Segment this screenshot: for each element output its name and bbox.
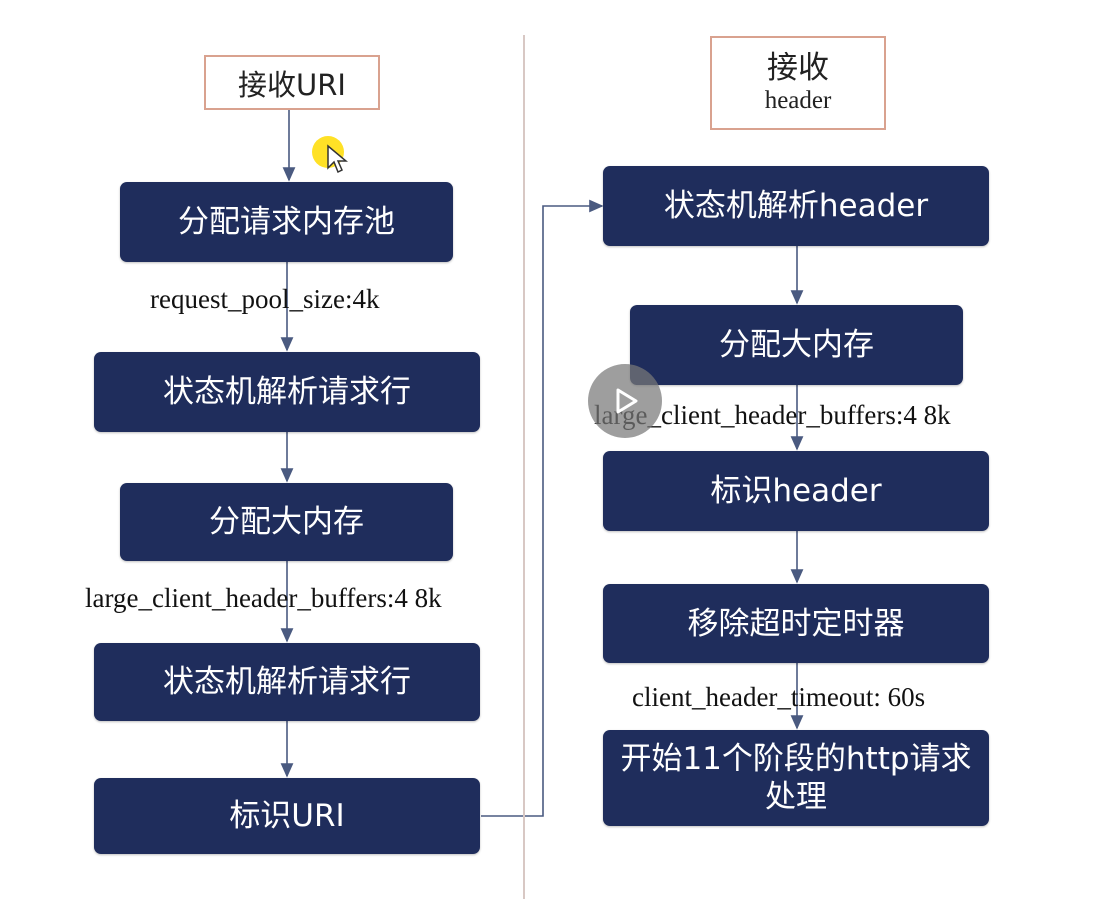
right-alloc-large-memory-label: 分配大内存 <box>719 327 874 363</box>
column-divider <box>523 35 525 899</box>
receive-header-box: 接收 header <box>710 36 886 130</box>
client-header-timeout-label: client_header_timeout: 60s <box>632 682 926 712</box>
alloc-request-pool-label: 分配请求内存池 <box>178 204 395 240</box>
arrow-mark-to-right <box>481 199 604 817</box>
mark-uri-box: 标识URI <box>94 778 480 854</box>
start-http-phases-box: 开始11个阶段的http请求 处理 <box>603 730 989 826</box>
mark-uri-label: 标识URI <box>229 798 345 834</box>
receive-uri-label: 接收URI <box>238 67 346 102</box>
parse-request-line-label-2: 状态机解析请求行 <box>163 664 411 700</box>
play-icon <box>616 388 638 414</box>
large-client-header-buffers-label-left: large_client_header_buffers:4 8k <box>85 583 442 613</box>
video-play-button[interactable] <box>588 364 662 438</box>
parse-request-line-label: 状态机解析请求行 <box>163 374 411 410</box>
start-http-phases-line1: 开始11个阶段的http请求 <box>620 741 972 777</box>
parse-request-line-box: 状态机解析请求行 <box>94 352 480 432</box>
remove-timeout-timer-box: 移除超时定时器 <box>603 584 989 663</box>
cursor-icon <box>327 144 348 174</box>
alloc-large-memory-box: 分配大内存 <box>120 483 453 561</box>
mark-header-label: 标识header <box>710 473 882 509</box>
receive-header-line2: header <box>764 87 832 114</box>
right-alloc-large-memory-box: 分配大内存 <box>630 305 963 385</box>
receive-uri-box: 接收URI <box>204 55 380 110</box>
parse-header-box: 状态机解析header <box>603 166 989 246</box>
parse-request-line-box-2: 状态机解析请求行 <box>94 643 480 721</box>
start-http-phases-line2: 处理 <box>765 779 827 815</box>
parse-header-label: 状态机解析header <box>663 188 929 224</box>
remove-timeout-timer-label: 移除超时定时器 <box>687 605 905 642</box>
request-pool-size-label: request_pool_size:4k <box>150 284 380 314</box>
mark-header-box: 标识header <box>603 451 989 531</box>
alloc-request-pool-box: 分配请求内存池 <box>120 182 453 262</box>
receive-header-line1: 接收 <box>767 50 829 86</box>
alloc-large-memory-label: 分配大内存 <box>209 504 364 540</box>
